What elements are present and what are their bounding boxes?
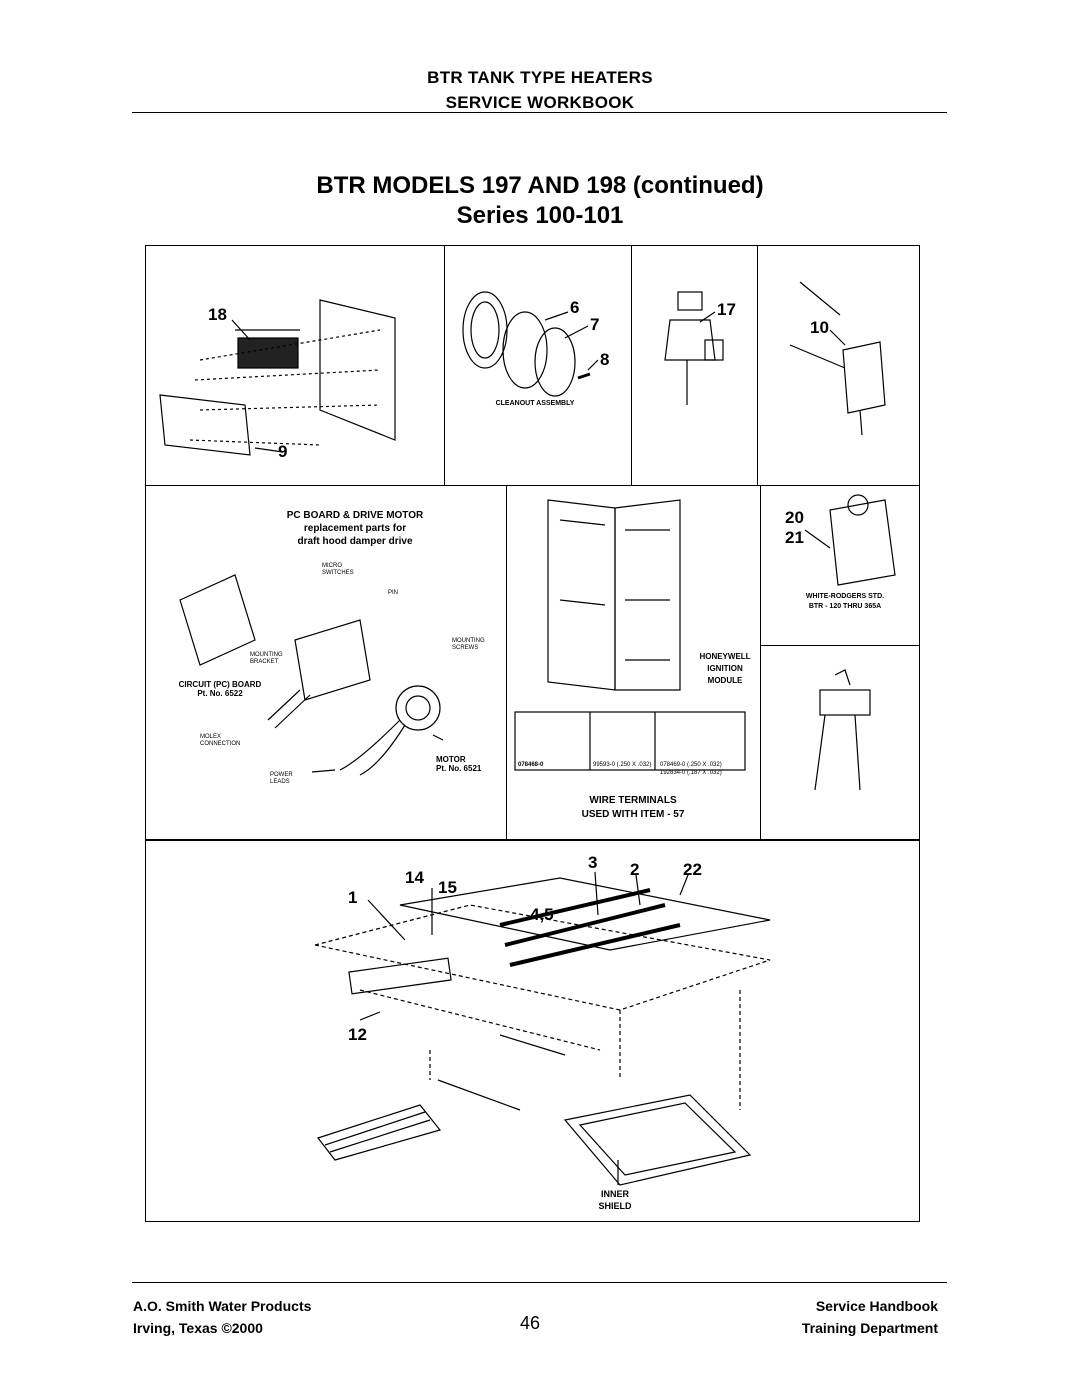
divider	[145, 485, 920, 486]
honeywell-label: HONEYWELL	[699, 652, 751, 661]
used-with-label: USED WITH ITEM - 57	[581, 809, 685, 820]
callout-1: 1	[348, 888, 358, 907]
header-subtitle: SERVICE WORKBOOK	[445, 93, 635, 112]
terminal-3b: 192834-0 (.187 X .032)	[660, 770, 722, 776]
motor-label: MOTOR	[436, 755, 466, 764]
divider	[506, 485, 507, 840]
motor-pt: Pt. No. 6521	[436, 764, 482, 773]
divider	[760, 485, 761, 840]
pin-label: PIN	[388, 590, 399, 596]
header-title: BTR TANK TYPE HEATERS	[427, 68, 653, 87]
callout-21: 21	[785, 528, 804, 547]
module-label: MODULE	[707, 676, 743, 685]
page-subtitle: Series 100-101	[456, 202, 624, 229]
pc-board-sub2: draft hood damper drive	[297, 536, 413, 547]
circuit-board-pt: Pt. No. 6522	[197, 689, 243, 698]
terminal-1: 078468-0	[518, 762, 544, 768]
btr-range-label: BTR - 120 THRU 365A	[808, 603, 882, 610]
inner-label: INNER	[600, 1189, 629, 1199]
ignition-label: IGNITION	[707, 664, 743, 673]
footer-company: A.O. Smith Water Products	[133, 1298, 312, 1314]
circuit-board-label: CIRCUIT (PC) BOARD	[178, 680, 262, 689]
callout-14: 14	[405, 868, 424, 887]
mounting-bracket-label: MOUNTING BRACKET	[250, 652, 283, 665]
divider	[444, 245, 445, 485]
callout-4-5: 4,5	[530, 905, 554, 924]
header-rule	[132, 112, 947, 113]
callout-18: 18	[208, 305, 227, 324]
callout-2: 2	[630, 860, 640, 879]
callout-9: 9	[278, 442, 288, 461]
molex-label: MOLEX CONNECTION	[200, 734, 241, 747]
page-title: BTR MODELS 197 AND 198 (continued)	[316, 172, 764, 199]
pc-board-sub1: replacement parts for	[303, 523, 407, 534]
power-leads-label: POWER LEADS	[270, 772, 293, 785]
callout-20: 20	[785, 508, 804, 527]
footer-handbook: Service Handbook	[815, 1298, 938, 1314]
figure-top-frame	[145, 245, 920, 840]
callout-3: 3	[588, 853, 598, 872]
terminal-3a: 078469-0 (.250 X .032)	[660, 762, 722, 768]
callout-15: 15	[438, 878, 457, 897]
terminal-2: 99593-0 (.250 X .032)	[593, 762, 652, 768]
divider	[760, 645, 920, 646]
wire-terminals-label: WIRE TERMINALS	[589, 795, 677, 806]
callout-10: 10	[810, 318, 829, 337]
divider	[631, 245, 632, 485]
callout-8: 8	[600, 350, 610, 369]
mounting-screws-label: MOUNTING SCREWS	[452, 638, 485, 651]
callout-22: 22	[683, 860, 702, 879]
footer-rule	[132, 1282, 947, 1283]
callout-17: 17	[717, 300, 736, 319]
callout-7: 7	[590, 315, 600, 334]
callout-12: 12	[348, 1025, 367, 1044]
callout-6: 6	[570, 298, 580, 317]
cleanout-label: CLEANOUT ASSEMBLY	[495, 400, 575, 407]
shield-label: SHIELD	[598, 1201, 632, 1211]
footer-department: Training Department	[801, 1320, 938, 1336]
figure-bottom-frame	[145, 840, 920, 1222]
white-rodgers-label: WHITE-RODGERS STD.	[805, 593, 885, 600]
pc-board-title: PC BOARD & DRIVE MOTOR	[286, 510, 424, 521]
footer-location: Irving, Texas ©2000	[133, 1320, 263, 1336]
divider	[757, 245, 758, 485]
page-number: 46	[520, 1313, 541, 1333]
micro-switches-label: MICRO SWITCHES	[322, 563, 354, 576]
